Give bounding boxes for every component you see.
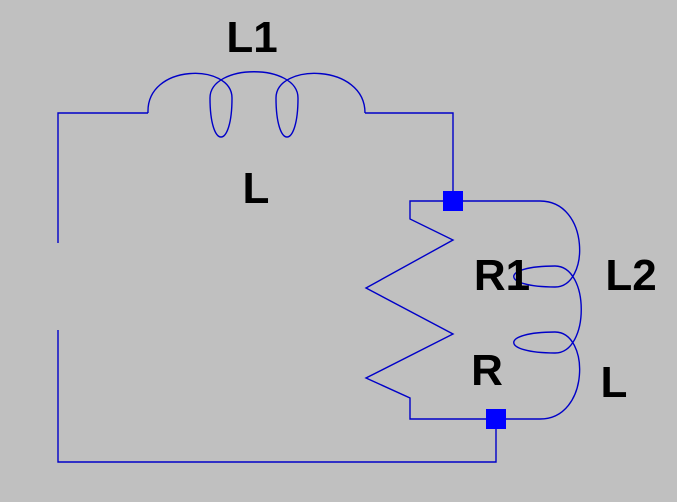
resistor-r1[interactable] [364,200,496,420]
inductor-l1-name-label: L1 [226,13,277,62]
wires [57,112,540,463]
wire-left-lower[interactable] [57,330,497,463]
wire-left-upper[interactable] [57,112,148,243]
inductor-l2-name-label: L2 [605,251,656,300]
inductor-l1-value-label: L [243,164,270,213]
inductor-l2[interactable] [513,200,582,420]
junction-bottom[interactable] [486,409,506,429]
junction-top[interactable] [443,191,463,211]
inductor-l2-value-label: L [601,358,628,407]
resistor-r1-body [364,200,496,420]
resistor-r1-name-label: R1 [474,251,530,300]
inductor-l1-coil [147,71,366,138]
inductor-l1[interactable] [147,71,366,138]
inductor-l2-coil [513,200,582,420]
wire-l1-to-node-top[interactable] [365,112,454,201]
resistor-r1-value-label: R [471,346,503,395]
